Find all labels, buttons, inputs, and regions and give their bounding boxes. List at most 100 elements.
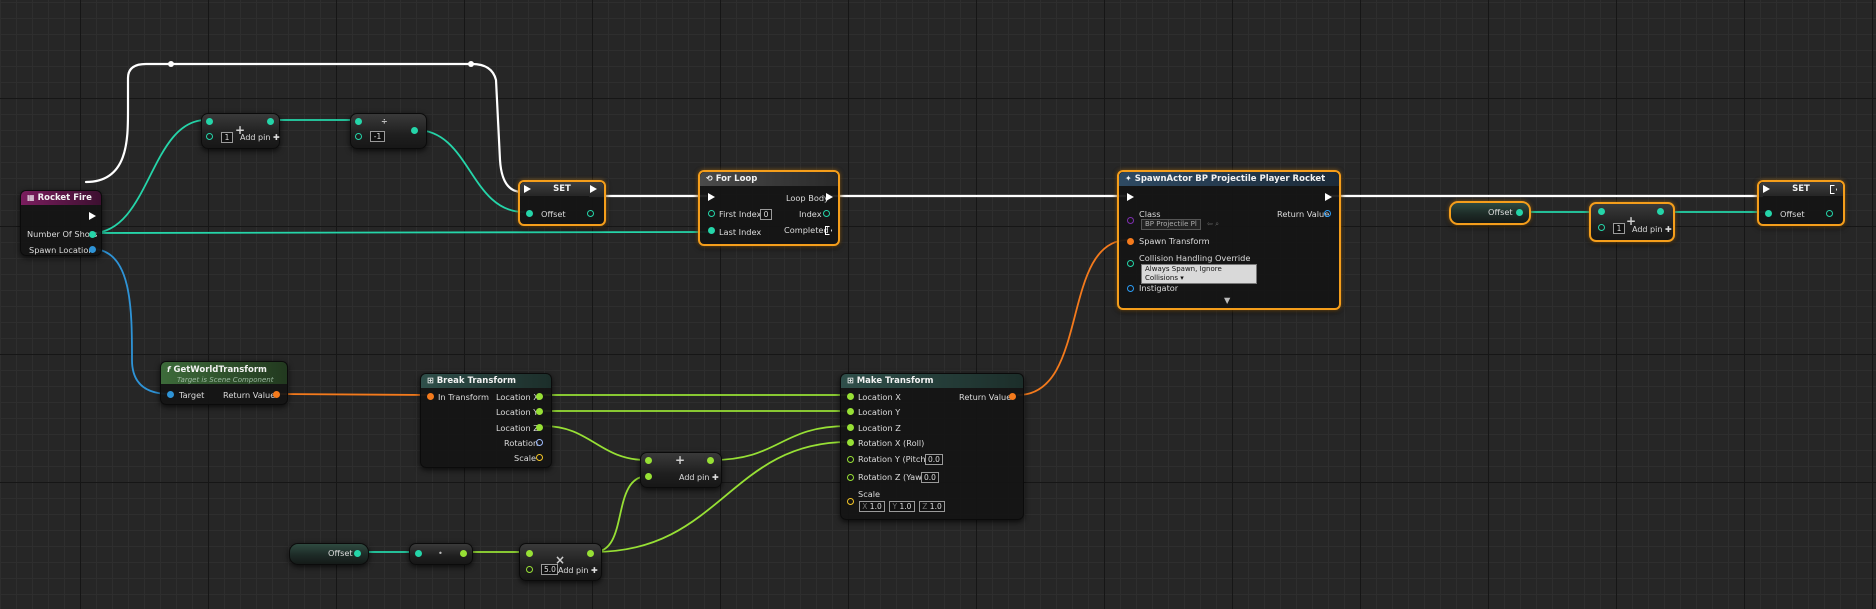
offset-getter-top-out-pin[interactable] [1516,209,1523,216]
make-location-y-pin[interactable] [847,408,854,415]
spawn-exec-in-pin[interactable] [1127,193,1134,201]
mul-top-in-a-pin[interactable] [355,118,362,125]
set-offset-node-right[interactable]: SET Offset [1757,180,1845,226]
set-left-offset-in-pin[interactable] [526,210,533,217]
mul-bottom-add-pin-button[interactable]: Add pin ✚ [558,566,598,575]
make-scale-x-field[interactable]: X 1.0 [859,501,885,512]
offset-getter-node-top[interactable]: Offset [1449,201,1531,225]
break-location-x-pin[interactable] [536,393,543,400]
multiply-int-node-top[interactable]: ÷ -1 [350,113,427,149]
set-right-offset-in-pin[interactable] [1765,210,1772,217]
add-bottom-in-a-pin[interactable] [645,457,652,464]
break-rotation-pin[interactable] [536,439,543,446]
add-right-in-a-pin[interactable] [1598,208,1605,215]
add-right-value-field[interactable]: 1 [1613,223,1625,234]
add-top-out-pin[interactable] [267,118,274,125]
completed-exec-pin[interactable] [825,226,832,235]
add-right-out-pin[interactable] [1657,208,1664,215]
add-top-value-field[interactable]: 1 [221,132,233,143]
int-to-float-node[interactable]: • [409,543,473,565]
make-scale-y-field[interactable]: Y 1.0 [889,501,915,512]
for-loop-exec-in-pin[interactable] [708,193,715,201]
make-transform-node[interactable]: ⊞Make Transform Location X Return Value … [840,373,1024,520]
make-roll-label: Rotation X (Roll) [858,438,925,448]
gwt-target-pin[interactable] [167,391,174,398]
add-top-in-a-pin[interactable] [206,118,213,125]
for-loop-node[interactable]: ⟲For Loop Loop Body First Index 0 Index … [698,170,840,246]
add-int-node-top[interactable]: + 1 Add pin ✚ [201,113,280,149]
instigator-pin[interactable] [1127,285,1134,292]
loop-body-label: Loop Body [786,193,829,203]
class-browse-icon[interactable]: ⇦ ⌕ [1207,220,1220,228]
first-index-label: First Index [719,209,762,219]
make-pitch-field[interactable]: 0.0 [925,454,943,465]
make-return-pin[interactable] [1009,393,1016,400]
mul-bottom-in-b-pin[interactable] [526,566,533,573]
make-yaw-field[interactable]: 0.0 [921,472,939,483]
spawn-location-pin[interactable] [89,246,96,253]
make-scale-z-field[interactable]: Z 1.0 [919,501,945,512]
gwt-return-pin[interactable] [273,391,280,398]
mul-bottom-in-a-pin[interactable] [526,550,533,557]
advanced-expand-icon[interactable]: ▼ [1224,295,1231,305]
set-right-exec-out-pin[interactable] [1830,185,1837,194]
offset-getter-node-bottom[interactable]: Offset [289,543,369,565]
mul-top-value-field[interactable]: -1 [370,131,385,142]
to-float-in-pin[interactable] [415,550,422,557]
rocket-fire-event-node[interactable]: ▦Rocket Fire Number Of Shots Spawn Locat… [20,190,102,256]
add-bottom-add-pin-button[interactable]: Add pin ✚ [679,473,719,482]
make-roll-pin[interactable] [847,439,854,446]
float-wire-locz-add [543,425,647,461]
add-bottom-out-pin[interactable] [707,457,714,464]
to-float-out-pin[interactable] [460,550,467,557]
class-pin[interactable] [1127,217,1134,224]
loop-body-exec-pin[interactable] [826,193,833,201]
function-icon: f [167,365,171,374]
make-location-x-pin[interactable] [847,393,854,400]
make-location-z-pin[interactable] [847,424,854,431]
make-pitch-pin[interactable] [847,456,854,463]
set-offset-node-left[interactable]: SET Offset [518,180,606,226]
set-right-exec-in-pin[interactable] [1763,185,1770,193]
add-right-add-pin-button[interactable]: Add pin ✚ [1632,225,1672,234]
offset-getter-bottom-out-pin[interactable] [354,550,361,557]
make-yaw-pin[interactable] [847,474,854,481]
collision-dropdown[interactable]: Always Spawn, Ignore Collisions ▾ [1141,264,1257,284]
break-location-y-pin[interactable] [536,408,543,415]
spawn-exec-out-pin[interactable] [1325,193,1332,201]
first-index-pin[interactable] [708,210,715,217]
add-int-node-right[interactable]: + 1 Add pin ✚ [1589,202,1675,242]
spawn-return-pin[interactable] [1324,210,1331,217]
mul-bottom-out-pin[interactable] [587,550,594,557]
spawn-transform-pin[interactable] [1127,238,1134,245]
mul-top-in-b-pin[interactable] [355,133,362,140]
loop-icon: ⟲ [706,174,713,183]
spawn-actor-node[interactable]: ✦SpawnActor BP Projectile Player Rocket … [1117,170,1341,310]
add-right-in-b-pin[interactable] [1598,224,1605,231]
add-top-in-b-pin[interactable] [206,133,213,140]
set-left-exec-out-pin[interactable] [590,185,597,193]
multiply-float-node-bottom[interactable]: × 5.0 Add pin ✚ [519,543,602,581]
class-dropdown[interactable]: BP Projectile Pl [1141,219,1201,230]
add-pin-button[interactable]: Add pin ✚ [240,133,280,142]
set-left-offset-out-pin[interactable] [587,210,594,217]
break-scale-pin[interactable] [536,454,543,461]
number-of-shots-pin[interactable] [89,231,96,238]
mul-bottom-value-field[interactable]: 5.0 [541,564,558,575]
add-bottom-in-b-pin[interactable] [645,473,652,480]
first-index-field[interactable]: 0 [760,209,772,220]
reroute-knot-left [168,61,174,67]
set-left-exec-in-pin[interactable] [524,185,531,193]
last-index-pin[interactable] [708,227,715,234]
break-location-z-pin[interactable] [536,424,543,431]
make-scale-pin[interactable] [847,498,854,505]
rocket-fire-exec-out-pin[interactable] [89,212,96,220]
mul-top-out-pin[interactable] [411,127,418,134]
add-float-node-bottom[interactable]: + Add pin ✚ [640,452,722,488]
index-out-pin[interactable] [823,210,830,217]
set-right-offset-out-pin[interactable] [1826,210,1833,217]
collision-pin[interactable] [1127,260,1134,267]
break-transform-node[interactable]: ⊞Break Transform In Transform Location X… [420,373,552,468]
break-in-transform-pin[interactable] [427,393,434,400]
